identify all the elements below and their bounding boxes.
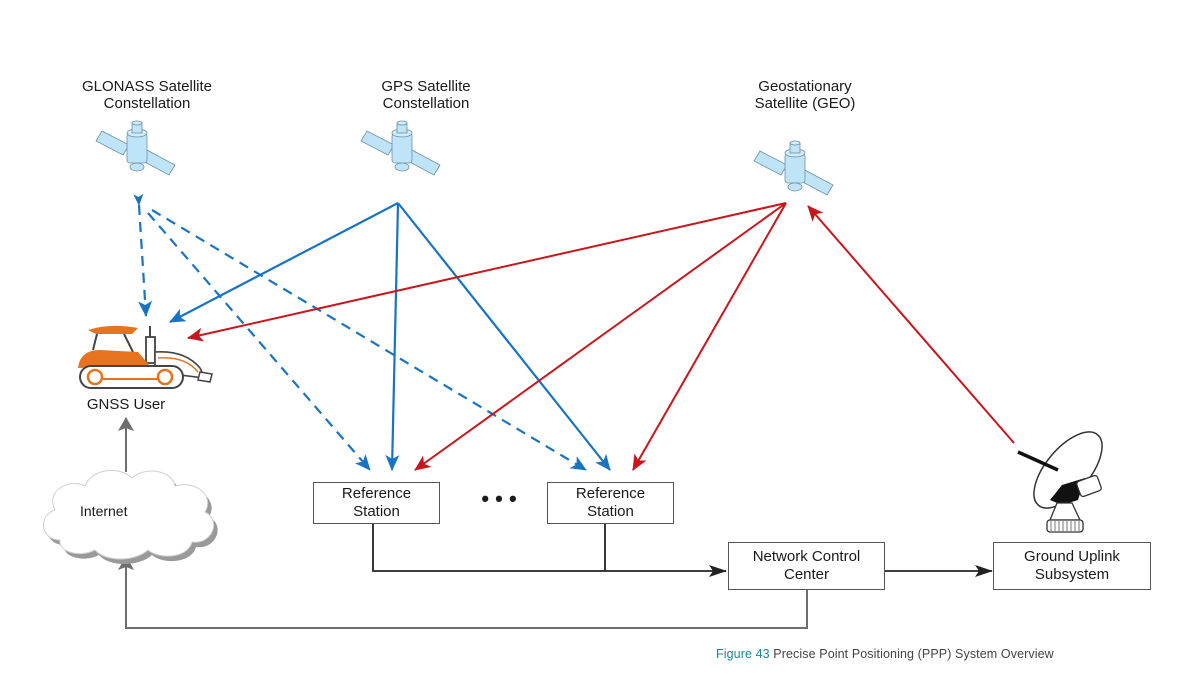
edge-geo-ref-station-1: [414, 202, 787, 471]
tractor-icon: [78, 325, 213, 389]
edge-gps-gnss-user: [169, 202, 399, 323]
satellite-dish-icon: [1017, 431, 1103, 533]
edge-glonass-ref-station-2: [151, 209, 587, 471]
edge-uplink-geo: [807, 205, 1015, 444]
edge-glonass-gnss-user: [133, 193, 153, 317]
ground-uplink-subsystem[interactable]: Ground Uplink Subsystem: [993, 542, 1151, 590]
figure-caption: Figure 43 Precise Point Positioning (PPP…: [716, 647, 1054, 661]
gps-satellite-icon: [360, 120, 441, 176]
geo-label: Geostationary Satellite (GEO): [754, 78, 856, 112]
edge-ref-stations-ncc: [372, 524, 727, 577]
figure-number: Figure 43: [716, 647, 770, 661]
edge-ncc-internet: [118, 556, 808, 629]
glonass-label: GLONASS Satellite Constellation: [81, 78, 213, 112]
network-control-center[interactable]: Network Control Center: [728, 542, 885, 590]
figure-title: Precise Point Positioning (PPP) System O…: [773, 647, 1054, 661]
edge-gps-ref-station-2: [397, 202, 611, 471]
internet-cloud-icon: [43, 469, 218, 564]
geo-satellite-icon: [753, 140, 834, 196]
reference-station-1[interactable]: Reference Station: [313, 482, 440, 524]
edge-geo-ref-station-2: [632, 202, 787, 471]
reference-station-2[interactable]: Reference Station: [547, 482, 674, 524]
gps-label: GPS Satellite Constellation: [381, 78, 471, 112]
glonass-satellite-icon: [95, 120, 176, 176]
edge-geo-gnss-user: [187, 202, 787, 342]
internet-label: Internet: [80, 503, 128, 519]
edge-glonass-ref-station-1: [147, 212, 371, 471]
ellipsis: • • •: [481, 486, 517, 511]
edge-gps-ref-station-1: [385, 202, 400, 471]
gnss-user-label: GNSS User: [86, 396, 166, 413]
